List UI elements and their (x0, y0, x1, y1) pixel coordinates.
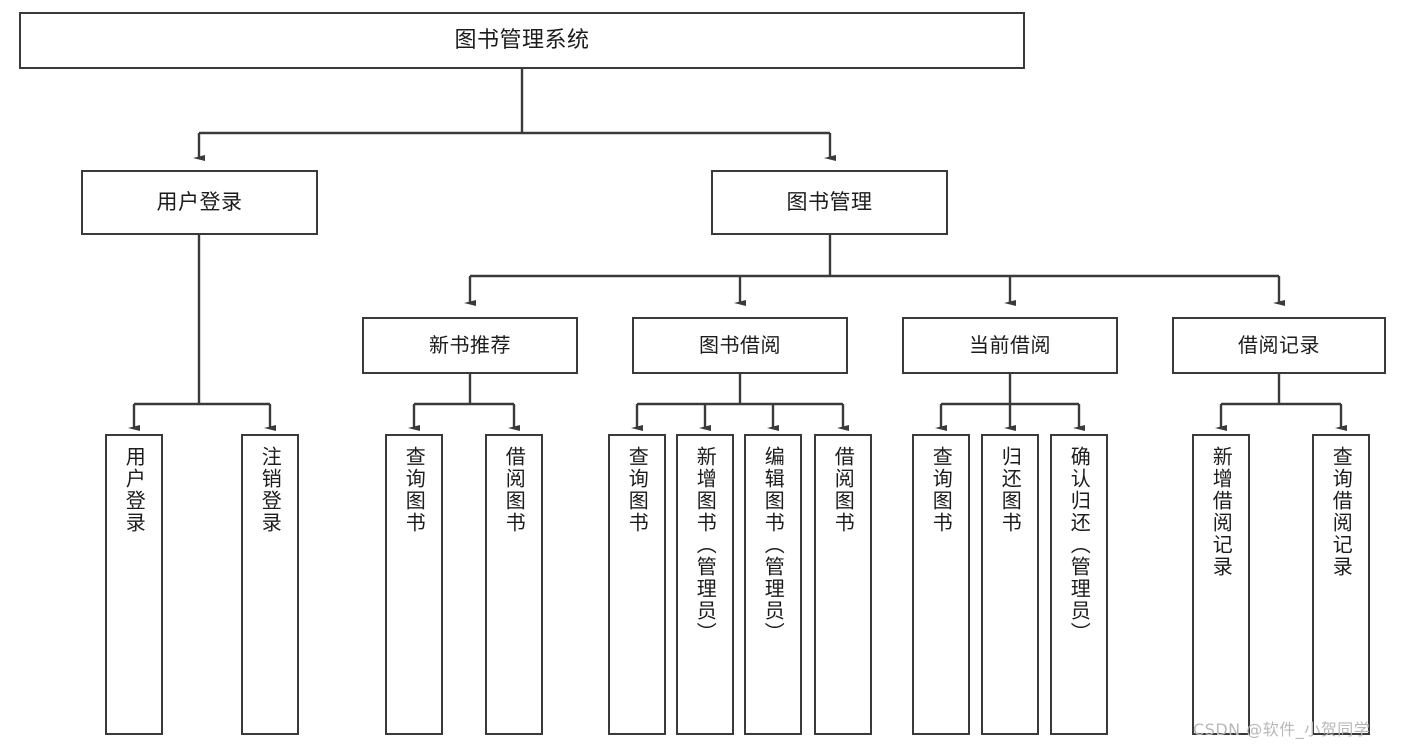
leaf-label: 查询图书 (625, 446, 650, 534)
leaf-user-login[interactable]: 用户登录 (105, 434, 163, 735)
leaf-return-book[interactable]: 归还图书 (981, 434, 1039, 735)
node-new-book-recommend[interactable]: 新书推荐 (362, 317, 578, 374)
leaf-label: 编辑图书（管理员） (761, 446, 786, 644)
node-current-borrow[interactable]: 当前借阅 (902, 317, 1118, 374)
leaf-borrow-book-recommend[interactable]: 借阅图书 (485, 434, 543, 735)
node-label: 借阅记录 (1238, 332, 1320, 357)
node-label: 图书借阅 (699, 332, 781, 357)
node-root[interactable]: 图书管理系统 (19, 12, 1025, 69)
leaf-label: 借阅图书 (831, 446, 856, 534)
leaf-borrow-book[interactable]: 借阅图书 (814, 434, 872, 735)
node-label: 用户登录 (156, 190, 243, 215)
node-book-borrow[interactable]: 图书借阅 (632, 317, 848, 374)
leaf-query-borrow-record[interactable]: 查询借阅记录 (1312, 434, 1370, 735)
leaf-query-book-recommend[interactable]: 查询图书 (385, 434, 443, 735)
leaf-label: 新增图书（管理员） (693, 446, 718, 644)
node-label: 图书管理 (786, 190, 873, 215)
leaf-label: 新增借阅记录 (1209, 446, 1234, 578)
node-book-management[interactable]: 图书管理 (711, 170, 948, 235)
leaf-add-borrow-record[interactable]: 新增借阅记录 (1192, 434, 1250, 735)
leaf-logout[interactable]: 注销登录 (241, 434, 299, 735)
watermark: CSDN @软件_小贺同学 (1193, 720, 1371, 739)
leaf-label: 借阅图书 (502, 446, 527, 534)
node-label: 新书推荐 (429, 332, 511, 357)
leaf-label: 确认归还（管理员） (1067, 446, 1092, 644)
node-label: 图书管理系统 (454, 27, 590, 53)
node-label: 当前借阅 (969, 332, 1051, 357)
leaf-label: 查询图书 (402, 446, 427, 534)
node-borrow-records[interactable]: 借阅记录 (1172, 317, 1386, 374)
leaf-confirm-return-admin[interactable]: 确认归还（管理员） (1050, 434, 1108, 735)
leaf-label: 查询借阅记录 (1329, 446, 1354, 578)
leaf-add-book-admin[interactable]: 新增图书（管理员） (676, 434, 734, 735)
leaf-label: 查询图书 (929, 446, 954, 534)
leaf-label: 归还图书 (998, 446, 1023, 534)
leaf-label: 注销登录 (258, 446, 283, 534)
node-user-login[interactable]: 用户登录 (81, 170, 318, 235)
leaf-label: 用户登录 (122, 446, 147, 534)
leaf-edit-book-admin[interactable]: 编辑图书（管理员） (744, 434, 802, 735)
leaf-query-book-current[interactable]: 查询图书 (912, 434, 970, 735)
leaf-query-book-borrow[interactable]: 查询图书 (608, 434, 666, 735)
